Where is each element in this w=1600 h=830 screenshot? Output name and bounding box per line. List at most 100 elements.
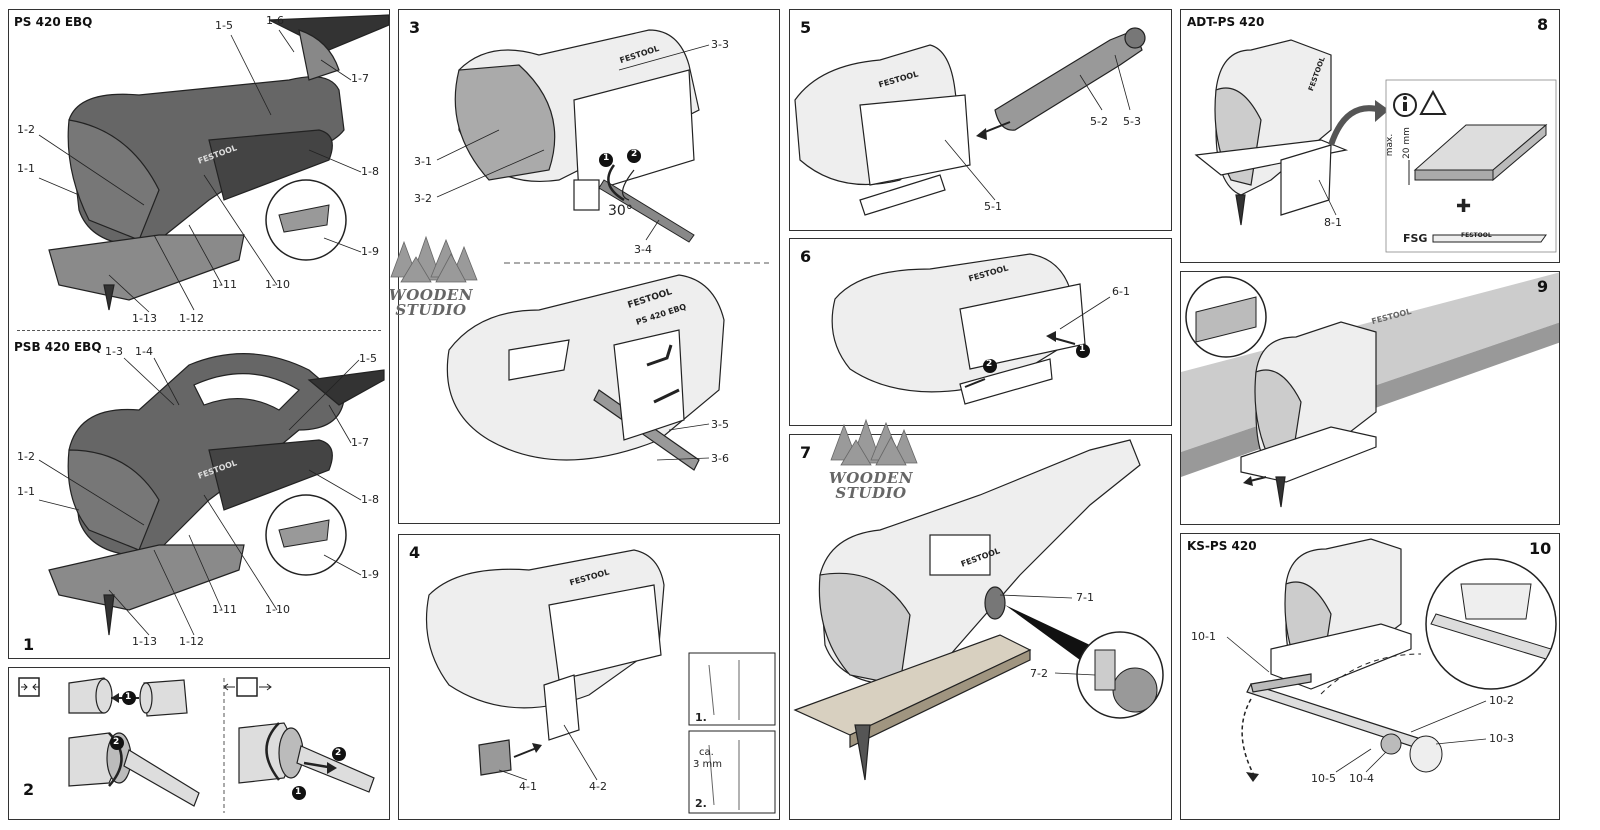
panel-number: 4 [409,543,421,562]
tree-logo-icon [390,235,478,283]
part-label: 10-2 [1489,694,1514,707]
panel-number: 10 [1529,539,1552,558]
watermark-line-2: STUDIO [835,484,907,502]
part-label: 3-2 [414,192,432,205]
part-label: 1-13 [132,312,157,325]
part-label: 1-11 [212,278,237,291]
part-label: 8-1 [1324,216,1342,229]
panel-2: 1 2 2 1 2 [8,667,390,820]
part-label: 1-10 [265,278,290,291]
part-label: 1-5 [359,352,377,365]
step-marker: 1 [603,153,610,163]
parallel-guide-illustration [1226,538,1557,782]
part-label: 10-3 [1489,732,1514,745]
panel-number: 5 [800,18,812,37]
part-label: 3-3 [711,38,729,51]
part-label: 1-9 [361,568,379,581]
part-label: 7-1 [1076,591,1094,604]
panel-7: 7 FESTOOL 7-1 7-2 [789,434,1172,820]
panel-10-title: KS-PS 420 [1187,539,1257,553]
part-label: 1-2 [17,123,35,136]
panel-number: 9 [1537,277,1549,296]
panel-number: 3 [409,18,421,37]
step-marker: 1 [295,787,302,797]
part-label: 1-7 [351,72,369,85]
thickness-label: max. [1385,133,1396,157]
panel-6: 6 FESTOOL 6-1 1 2 [789,238,1172,426]
section-divider [17,330,381,331]
part-label: 1-5 [215,19,233,32]
part-label: 5-3 [1123,115,1141,128]
panel-10: KS-PS 420 10 10-1 10-2 10-3 10-4 10-5 [1180,533,1560,820]
blade-insertion-illustration [436,29,769,471]
panel-number: 2 [23,780,35,799]
part-label: 1-4 [135,345,153,358]
blade-brand: FESTOOL [1461,232,1492,239]
part-label: 1-7 [351,436,369,449]
panel-1-title-top: PS 420 EBQ [14,15,93,29]
panel-number: 8 [1537,15,1549,34]
part-label: 1-6 [266,14,284,27]
panel-5: 5 FESTOOL 5-1 5-2 5-3 [789,9,1172,231]
step-marker: 2 [335,748,342,758]
part-label: 1-3 [105,345,123,358]
part-label: 10-5 [1311,772,1336,785]
chip-guard-illustration [794,27,1146,216]
pendulum-illustration [793,439,1164,781]
splinter-guard-illustration [831,253,1111,405]
step-marker: 1 [125,692,132,702]
watermark: WOODEN STUDIO [816,405,926,501]
inset-step: 1. [695,711,707,724]
part-label: 1-12 [179,312,204,325]
connector-illustration [18,677,375,813]
guide-rail-illustration [1181,272,1559,508]
part-label: 5-2 [1090,115,1108,128]
part-label: 7-2 [1030,667,1048,680]
part-label: 10-1 [1191,630,1216,643]
part-label: 1-1 [17,162,35,175]
panel-number: 6 [800,247,812,266]
step-marker: 1 [1079,344,1086,354]
blade-guide-illustration [426,549,776,814]
watermark-line-1: WOODEN [388,286,474,304]
step-marker: 2 [113,737,120,747]
watermark-line-2: STUDIO [395,301,467,319]
part-label: 3-4 [634,243,652,256]
plus-icon: ✚ [1456,196,1472,217]
part-label: 1-8 [361,165,379,178]
part-label: 3-6 [711,452,729,465]
panel-number: 1 [23,635,35,654]
panel-9: 9 FESTOOL [1180,271,1560,525]
part-label: 1-13 [132,635,157,648]
part-label: 3-1 [414,155,432,168]
panel-8-title: ADT-PS 420 [1187,15,1265,29]
inset-note: ca. [699,747,714,758]
part-label: 5-1 [984,200,1002,213]
part-label: 10-4 [1349,772,1374,785]
panel-1: PS 420 EBQ FESTOOL PSB 420 EBQ FESTOOL 1… [8,9,390,659]
part-label: 4-1 [519,780,537,793]
part-label: 1-11 [212,603,237,616]
tree-logo-icon [830,418,918,466]
part-label: 1-2 [17,450,35,463]
fsg-label: FSG [1403,232,1428,245]
angle-label: 30° [608,203,633,219]
panel-4: 4 FESTOOL 4-1 4-2 1. 2. ca. 3 mm [398,534,780,820]
part-label: 6-1 [1112,285,1130,298]
inset-note: 3 mm [693,759,723,770]
part-label: 1-1 [17,485,35,498]
splinter-guard-fsg-illustration [1194,39,1557,253]
watermark-line-1: WOODEN [828,469,914,487]
panel-number: 7 [800,443,812,462]
part-label: 1-12 [179,635,204,648]
part-label: 1-8 [361,493,379,506]
part-label: 3-5 [711,418,729,431]
inset-step: 2. [695,797,707,810]
thickness-label: 20 mm [1401,127,1412,159]
watermark: WOODEN STUDIO [376,222,486,318]
step-marker: 2 [986,359,993,369]
panel-1-title-bottom: PSB 420 EBQ [14,340,102,354]
part-label: 1-10 [265,603,290,616]
part-label: 1-9 [361,245,379,258]
part-label: 4-2 [589,780,607,793]
